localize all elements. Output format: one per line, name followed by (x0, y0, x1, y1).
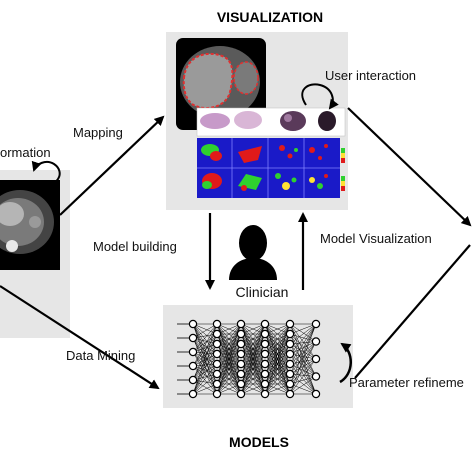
nn-node (188, 319, 198, 329)
nn-node (260, 329, 270, 339)
models-title: MODELS (229, 434, 289, 450)
nn-node (236, 339, 246, 349)
nn-node (236, 369, 246, 379)
nn-node (260, 389, 270, 399)
nn-node (285, 319, 295, 329)
nn-node (212, 339, 222, 349)
nn-node (311, 372, 321, 381)
nn-node (212, 369, 222, 379)
nn-node (236, 329, 246, 339)
visualization-title: VISUALIZATION (217, 9, 323, 25)
nn-node (311, 337, 321, 346)
nn-node (188, 333, 198, 343)
nn-node (285, 369, 295, 379)
clinician-label: Clinician (236, 284, 289, 300)
nn-node (212, 379, 222, 389)
nn-node (212, 359, 222, 369)
nn-node (260, 349, 270, 359)
user-interaction-loop-icon (301, 83, 339, 110)
nn-node (260, 319, 270, 329)
user-interaction-label: User interaction (325, 68, 416, 83)
nn-node (285, 329, 295, 339)
nn-node (285, 389, 295, 399)
clinician-icon (229, 225, 277, 280)
nn-node (212, 319, 222, 329)
nn-node (236, 359, 246, 369)
information-loop-icon (31, 160, 61, 187)
model-visualization-label: Model Visualization (320, 231, 432, 246)
nn-node (285, 379, 295, 389)
nn-node (236, 379, 246, 389)
nn-node (260, 369, 270, 379)
nn-node (311, 389, 321, 399)
parameter-refinement-label: Parameter refineme (349, 375, 464, 390)
nn-node (188, 361, 198, 371)
nn-node (311, 354, 321, 364)
visualization-panel (166, 32, 348, 210)
data-mining-arrow (0, 285, 160, 390)
nn-node (188, 389, 198, 399)
nn-node (285, 359, 295, 369)
nn-node (260, 379, 270, 389)
nn-node (285, 349, 295, 359)
information-label: ormation (0, 145, 51, 160)
nn-node (236, 319, 246, 329)
models-output-arrow (354, 244, 471, 379)
nn-node (188, 347, 198, 357)
neural-network-icon (177, 319, 321, 399)
nn-node (236, 389, 246, 399)
information-panel (0, 170, 70, 338)
data-mining-label: Data Mining (66, 348, 135, 363)
nn-node (236, 349, 246, 359)
nn-node (311, 319, 321, 329)
mapping-arrow (59, 115, 165, 216)
nn-node (285, 339, 295, 349)
nn-node (212, 329, 222, 339)
model-building-label: Model building (93, 239, 177, 254)
nn-node (188, 375, 198, 385)
nn-node (212, 389, 222, 399)
nn-node (260, 359, 270, 369)
visualization-output-arrow (347, 107, 472, 227)
parameter-refinement-loop-icon (339, 342, 352, 384)
nn-node (212, 349, 222, 359)
nn-node (260, 339, 270, 349)
mapping-label: Mapping (73, 125, 123, 140)
